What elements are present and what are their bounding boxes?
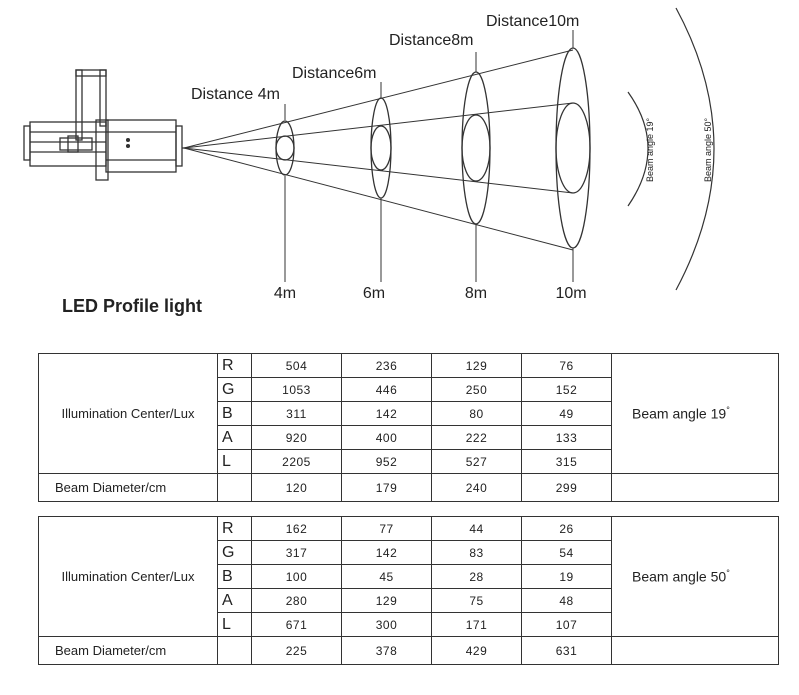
value-cell: 952 xyxy=(341,449,432,474)
diameter-cell: 429 xyxy=(431,636,522,665)
beam-angle-arcs xyxy=(627,7,715,291)
channel-label: A xyxy=(217,588,252,613)
value-cell: 171 xyxy=(431,612,522,637)
value-cell: 527 xyxy=(431,449,522,474)
value-cell: 311 xyxy=(251,401,342,426)
value-cell: 129 xyxy=(341,588,432,613)
diameter-cell: 378 xyxy=(341,636,432,665)
value-cell: 317 xyxy=(251,540,342,565)
lux-table-50: Illumination Center/Lux R 162 77 44 26 B… xyxy=(38,516,779,665)
value-cell: 80 xyxy=(431,401,522,426)
empty-cell xyxy=(611,636,779,665)
diameter-cell: 631 xyxy=(521,636,612,665)
value-cell: 75 xyxy=(431,588,522,613)
lux-table-19: Illumination Center/Lux R 504 236 129 76… xyxy=(38,353,779,502)
channel-label: G xyxy=(217,377,252,402)
value-cell: 504 xyxy=(251,353,342,378)
channel-label: R xyxy=(217,516,252,541)
value-cell: 250 xyxy=(431,377,522,402)
value-cell: 76 xyxy=(521,353,612,378)
value-cell: 446 xyxy=(341,377,432,402)
beam-label-50: Beam angle 50° xyxy=(703,117,713,182)
table-row: Beam Diameter/cm 120 179 240 299 xyxy=(38,473,779,502)
diameter-cell: 120 xyxy=(251,473,342,502)
value-cell: 77 xyxy=(341,516,432,541)
beam-angle-text: Beam angle 50 xyxy=(632,568,727,585)
channel-label: L xyxy=(217,449,252,474)
empty-cell xyxy=(217,473,252,502)
value-cell: 83 xyxy=(431,540,522,565)
value-cell: 236 xyxy=(341,353,432,378)
value-cell: 2205 xyxy=(251,449,342,474)
value-cell: 162 xyxy=(251,516,342,541)
value-cell: 315 xyxy=(521,449,612,474)
beam-angle-cell: Beam angle 50° xyxy=(611,516,779,637)
value-cell: 142 xyxy=(341,540,432,565)
channel-label: G xyxy=(217,540,252,565)
channel-label: B xyxy=(217,564,252,589)
empty-cell xyxy=(217,636,252,665)
value-cell: 100 xyxy=(251,564,342,589)
value-cell: 26 xyxy=(521,516,612,541)
value-cell: 152 xyxy=(521,377,612,402)
diameter-cell: 179 xyxy=(341,473,432,502)
distance-label-4m: Distance 4m xyxy=(191,86,280,103)
channel-label: L xyxy=(217,612,252,637)
value-cell: 920 xyxy=(251,425,342,450)
row-label: Illumination Center/Lux xyxy=(38,516,218,637)
diameter-cell: 225 xyxy=(251,636,342,665)
value-cell: 129 xyxy=(431,353,522,378)
diameter-label: Beam Diameter/cm xyxy=(38,636,218,665)
value-cell: 300 xyxy=(341,612,432,637)
axis-label-8m: 8m xyxy=(465,285,487,302)
table-row: Illumination Center/Lux R 162 77 44 26 B… xyxy=(38,516,779,637)
beam-label-19: Beam angle 19° xyxy=(645,117,655,182)
beam-cone-lines xyxy=(183,49,574,251)
value-cell: 1053 xyxy=(251,377,342,402)
diameter-label: Beam Diameter/cm xyxy=(38,473,218,502)
distance-label-10m: Distance10m xyxy=(486,13,579,30)
axis-label-4m: 4m xyxy=(274,285,296,302)
value-cell: 19 xyxy=(521,564,612,589)
axis-label-10m: 10m xyxy=(555,285,586,302)
table-row: A 920 400 222 133 xyxy=(39,425,779,450)
value-cell: 280 xyxy=(251,588,342,613)
degree-symbol: ° xyxy=(726,568,730,579)
value-cell: 133 xyxy=(521,425,612,450)
beam-angle-text: Beam angle 19 xyxy=(632,405,727,422)
value-cell: 142 xyxy=(341,401,432,426)
distance-guides xyxy=(284,30,574,282)
value-cell: 28 xyxy=(431,564,522,589)
profile-light-fixture-icon xyxy=(23,69,186,181)
value-cell: 48 xyxy=(521,588,612,613)
value-cell: 107 xyxy=(521,612,612,637)
degree-symbol: ° xyxy=(726,405,730,416)
table-row: G 317 142 83 54 xyxy=(39,540,779,565)
distance-label-8m: Distance8m xyxy=(389,32,473,49)
channel-label: R xyxy=(217,353,252,378)
value-cell: 400 xyxy=(341,425,432,450)
page-title: LED Profile light xyxy=(62,296,203,316)
diameter-cell: 240 xyxy=(431,473,522,502)
row-label: Illumination Center/Lux xyxy=(38,353,218,474)
value-cell: 44 xyxy=(431,516,522,541)
table-row: Beam Diameter/cm 225 378 429 631 xyxy=(38,636,779,665)
value-cell: 54 xyxy=(521,540,612,565)
channel-label: A xyxy=(217,425,252,450)
value-cell: 222 xyxy=(431,425,522,450)
channel-label: B xyxy=(217,401,252,426)
distance-label-6m: Distance6m xyxy=(292,65,376,82)
axis-label-6m: 6m xyxy=(363,285,385,302)
value-cell: 45 xyxy=(341,564,432,589)
beam-angle-cell: Beam angle 19° xyxy=(611,353,779,474)
value-cell: 671 xyxy=(251,612,342,637)
table-row: Illumination Center/Lux R 504 236 129 76… xyxy=(38,353,779,474)
table-row: A 280 129 75 48 xyxy=(39,588,779,613)
diameter-cell: 299 xyxy=(521,473,612,502)
beam-diagram: Distance 4m Distance6m Distance8m Distan… xyxy=(23,7,715,302)
empty-cell xyxy=(611,473,779,502)
value-cell: 49 xyxy=(521,401,612,426)
